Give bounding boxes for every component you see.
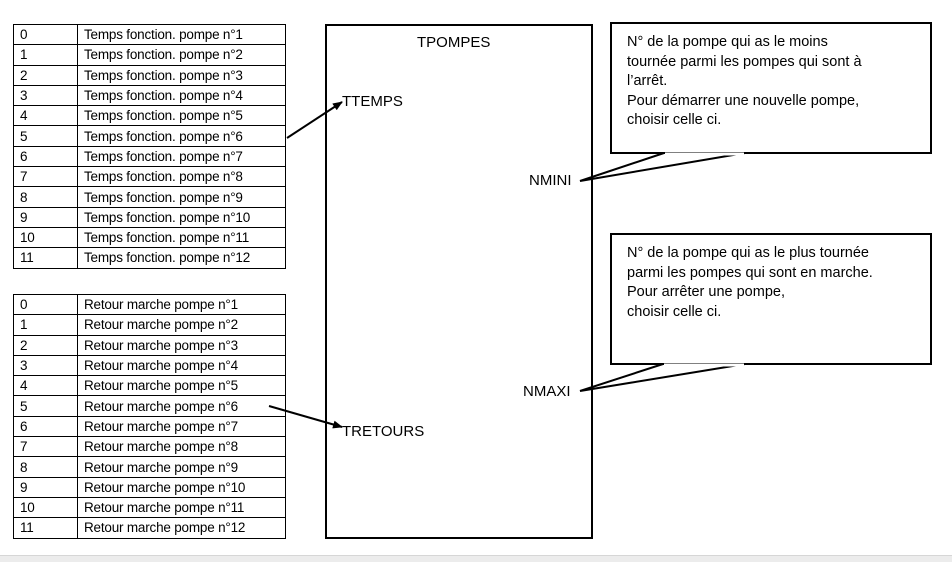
callout-nmaxi: N° de la pompe qui as le plus tournée par… bbox=[610, 233, 932, 365]
callout-nmaxi-pointer bbox=[579, 363, 746, 392]
row-label: Temps fonction. pompe n°5 bbox=[77, 105, 286, 127]
callout-line: parmi les pompes qui sont en marche. bbox=[627, 264, 873, 281]
row-label: Retour marche pompe n°8 bbox=[77, 436, 286, 458]
callout-line: N° de la pompe qui as le plus tournée bbox=[627, 245, 869, 261]
row-label: Retour marche pompe n°6 bbox=[77, 395, 286, 417]
callout-line: Pour arrêter une pompe, bbox=[627, 284, 785, 300]
callout-line: choisir celle ci. bbox=[627, 303, 722, 320]
callout-nmini: N° de la pompe qui as le moins tournée pa… bbox=[610, 22, 932, 154]
callout-line: choisir celle ci. bbox=[627, 112, 722, 128]
row-label: Temps fonction. pompe n°2 bbox=[77, 44, 286, 66]
page-footer-bar bbox=[0, 555, 952, 562]
row-label: Temps fonction. pompe n°11 bbox=[77, 226, 286, 249]
row-label: Retour marche pompe n°12 bbox=[77, 517, 286, 539]
row-label: Retour marche pompe n°7 bbox=[77, 415, 286, 438]
row-label: Temps fonction. pompe n°4 bbox=[77, 84, 286, 107]
row-index: 11 bbox=[13, 517, 78, 539]
row-index: 10 bbox=[13, 226, 78, 249]
arrow-ttemps bbox=[286, 101, 343, 139]
callout-line: N° de la pompe qui as le moins bbox=[627, 34, 828, 50]
arrow-tretours bbox=[268, 405, 343, 429]
callout-line: Pour démarrer une nouvelle pompe, bbox=[627, 92, 860, 109]
row-label: Retour marche pompe n°9 bbox=[77, 456, 286, 478]
row-label: Retour marche pompe n°3 bbox=[77, 334, 286, 356]
callout-line: l’arrêt. bbox=[627, 73, 668, 89]
tpompes-block bbox=[325, 24, 593, 539]
row-label: Temps fonction. pompe n°10 bbox=[77, 206, 286, 228]
output-nmini-label: NMINI bbox=[529, 172, 572, 189]
output-nmaxi-label: NMAXI bbox=[523, 383, 571, 400]
block-title: TPOMPES bbox=[417, 34, 491, 51]
row-label: Retour marche pompe n°10 bbox=[77, 476, 286, 498]
input-ttemps-label: TTEMPS bbox=[342, 93, 403, 110]
row-label: Temps fonction. pompe n°12 bbox=[77, 247, 286, 269]
row-label: Temps fonction. pompe n°6 bbox=[77, 125, 286, 147]
callout-nmini-pointer bbox=[579, 152, 746, 182]
callout-line: tournée parmi les pompes qui sont à bbox=[627, 53, 862, 70]
input-tretours-label: TRETOURS bbox=[342, 423, 425, 440]
row-index: 10 bbox=[13, 496, 78, 519]
